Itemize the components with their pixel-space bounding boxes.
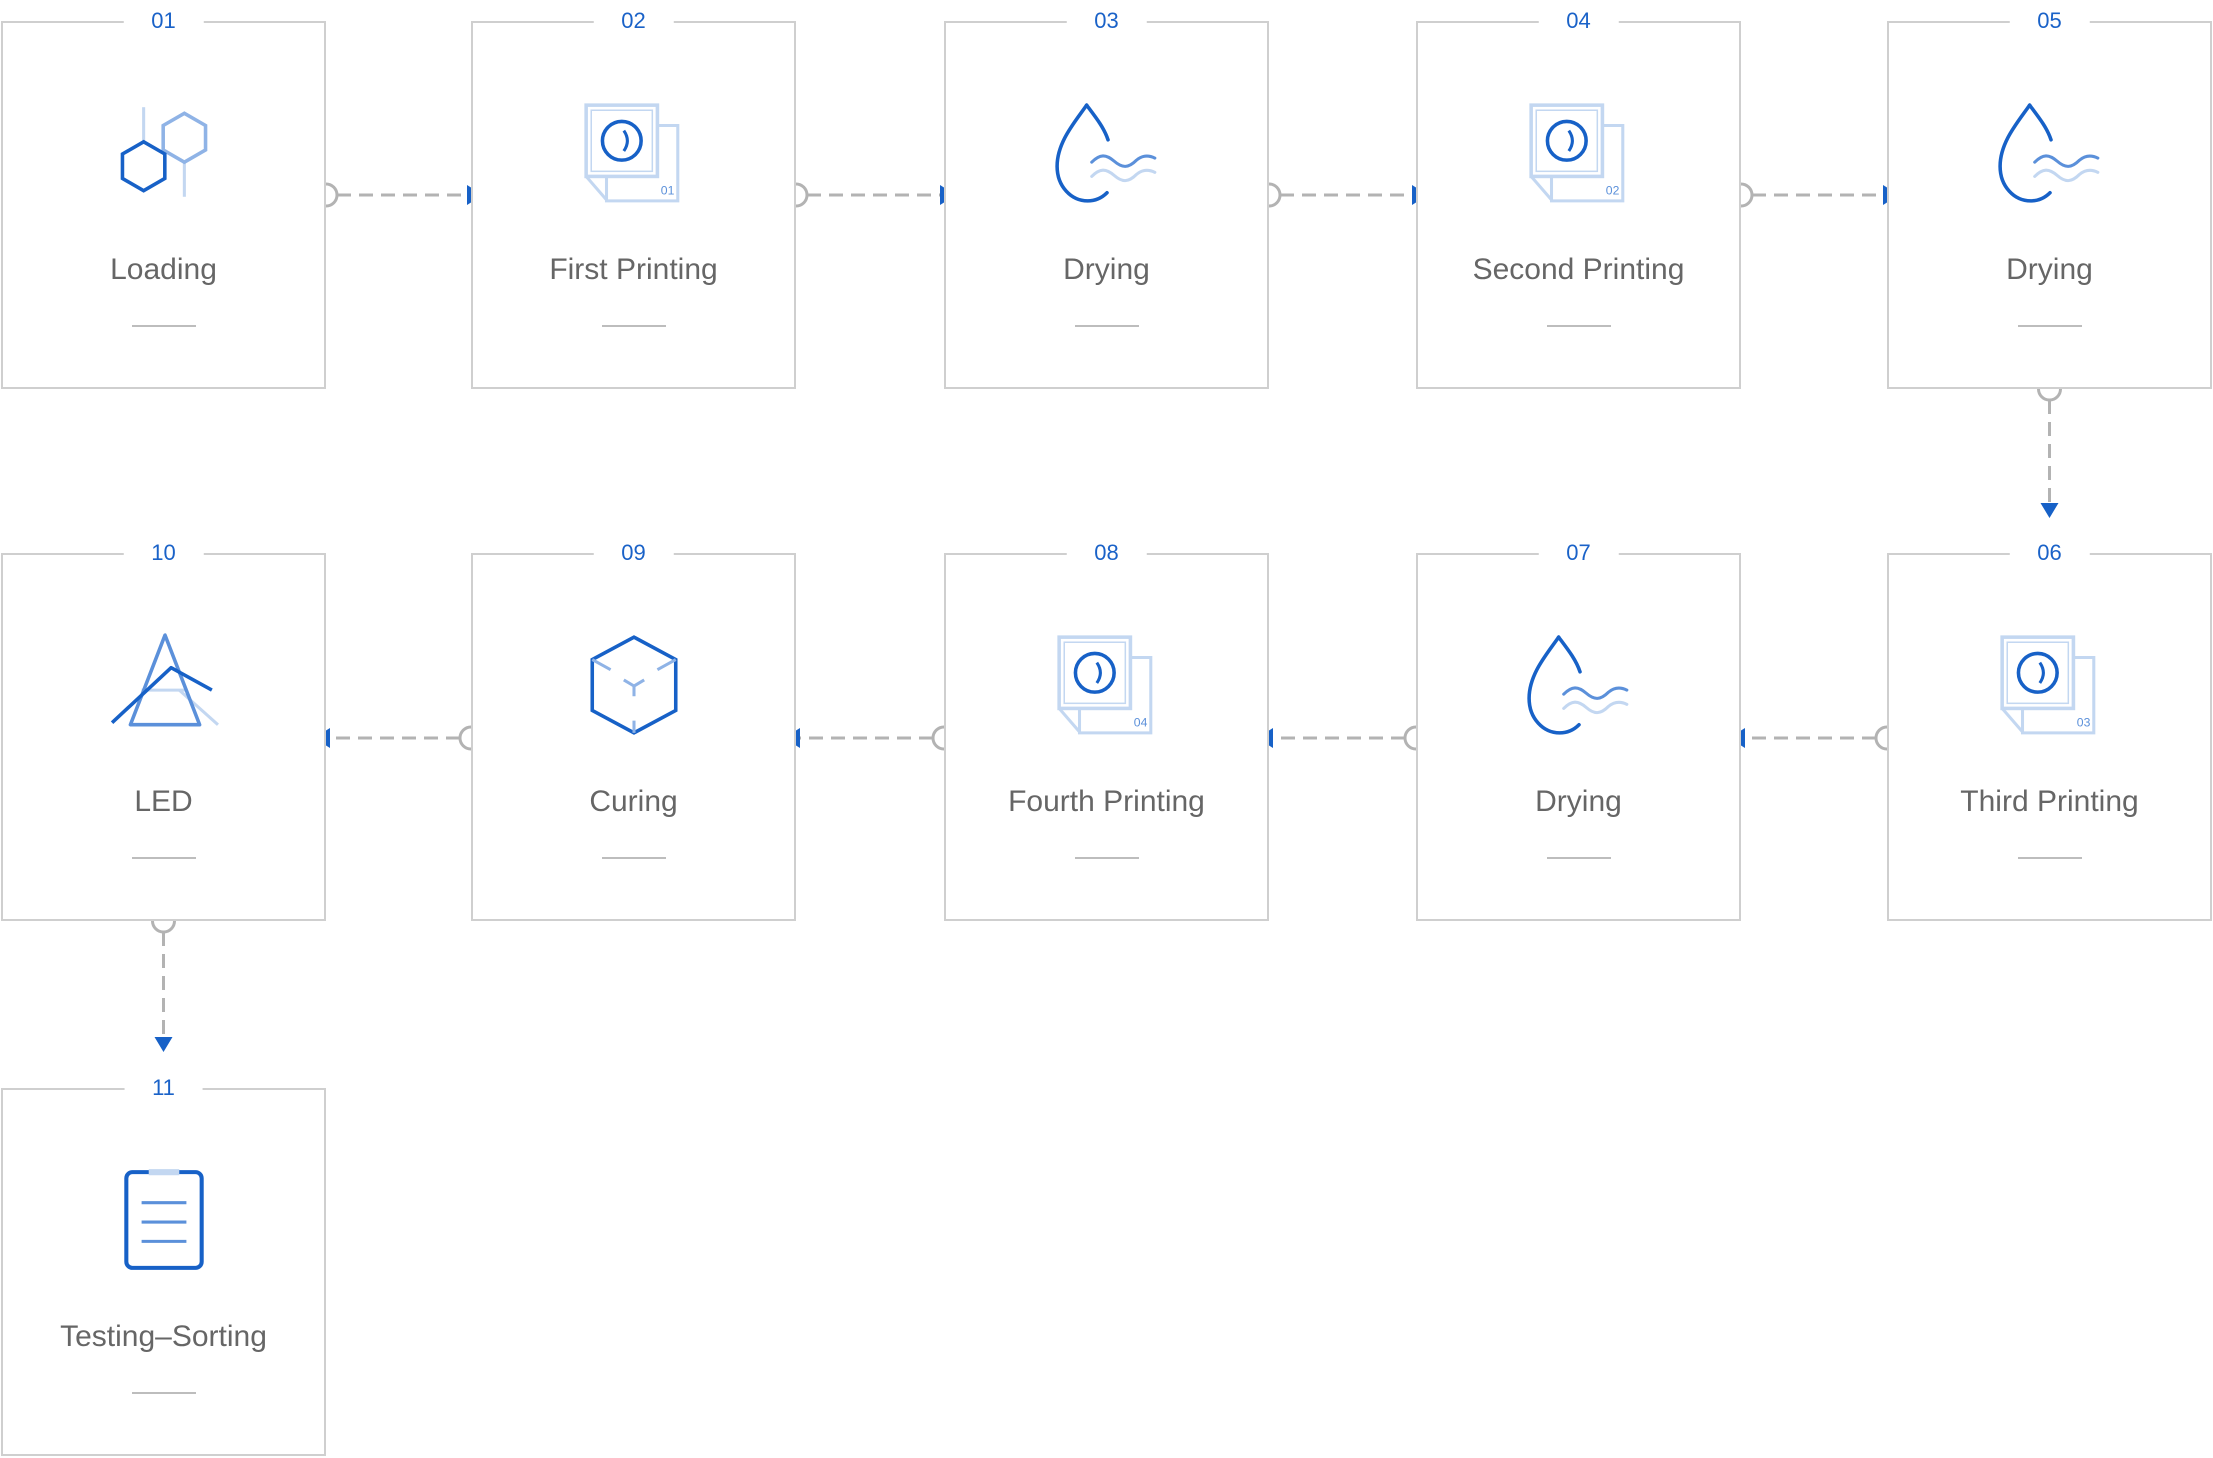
step-number: 11 [124,1073,203,1103]
layer-number: 04 [1133,716,1147,730]
print-layer-icon: 01 [578,97,690,209]
label-underline [2017,325,2082,327]
label-underline [601,857,666,859]
step-label: Drying [1063,253,1150,286]
water-drop-icon [1523,629,1635,741]
label-underline [1546,325,1611,327]
layer-number: 02 [1605,184,1619,198]
step-label: LED [134,785,193,818]
step-number: 02 [593,6,674,36]
print-layer-icon: 04 [1051,629,1163,741]
cube-icon [578,629,690,741]
layer-number: 03 [2076,716,2090,730]
step-label: Testing–Sorting [60,1320,267,1353]
label-underline [131,1392,196,1394]
step-label: First Printing [549,253,718,286]
step-number: 04 [1538,6,1619,36]
step-label: Drying [2006,253,2093,286]
connector-arrowhead [154,1037,173,1052]
print-layer-icon: 02 [1523,97,1635,209]
step-label: Second Printing [1472,253,1685,286]
clipboard-icon [108,1164,220,1276]
step-label: Third Printing [1960,785,2139,818]
prism-icon [108,629,220,741]
step-number: 06 [2009,538,2090,568]
label-underline [1074,325,1139,327]
label-underline [601,325,666,327]
step-number: 03 [1066,6,1147,36]
step-number: 05 [2009,6,2090,36]
layer-number: 01 [660,184,674,198]
label-underline [2017,857,2082,859]
step-label: Drying [1535,785,1622,818]
step-label: Loading [110,253,217,286]
step-label: Fourth Printing [1008,785,1205,818]
step-number: 07 [1538,538,1619,568]
label-underline [1546,857,1611,859]
step-number: 08 [1066,538,1147,568]
step-number: 10 [123,538,204,568]
step-number: 09 [593,538,674,568]
print-layer-icon: 03 [1994,629,2106,741]
label-underline [1074,857,1139,859]
hexagons-icon [108,97,220,209]
step-label: Curing [589,785,678,818]
step-number: 01 [123,6,204,36]
connector-arrowhead [2040,503,2059,518]
water-drop-icon [1051,97,1163,209]
label-underline [131,857,196,859]
water-drop-icon [1994,97,2106,209]
label-underline [131,325,196,327]
